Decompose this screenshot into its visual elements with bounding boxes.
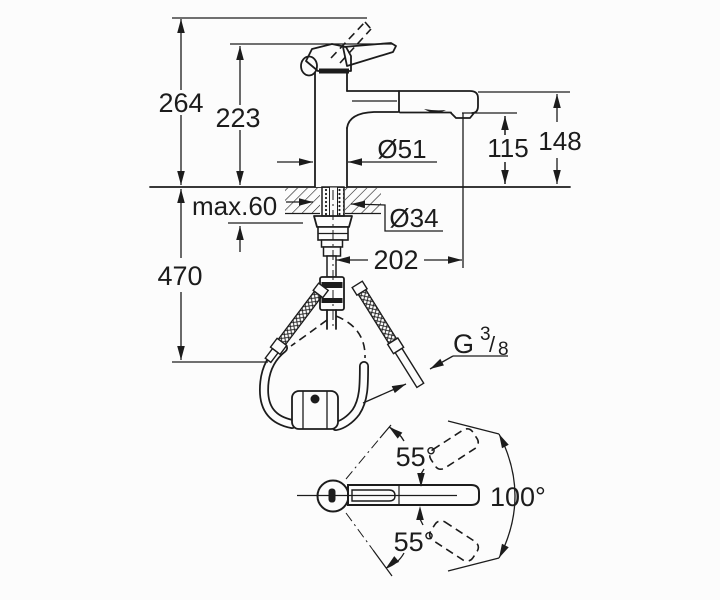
hose-loop <box>258 315 369 431</box>
swivel-ray-upper <box>345 437 381 480</box>
hose-adapter <box>326 255 337 278</box>
dim-counter-thickness: max.60 <box>192 191 277 221</box>
swivel-ray-lower <box>345 512 374 551</box>
mounting-flange <box>313 215 353 228</box>
faucet-side-view <box>300 21 479 188</box>
hose-route-left <box>290 319 328 347</box>
pullout-hose <box>326 309 337 330</box>
hose-route-right <box>335 315 366 359</box>
supply-hose-right <box>351 280 425 389</box>
spout-underside <box>346 90 452 129</box>
dim-spout-reach: 202 <box>373 245 418 275</box>
angle-lower-label: 55° <box>394 527 435 557</box>
lever-raised-position <box>330 21 372 64</box>
deck-hatch-left <box>285 188 320 213</box>
countertop <box>149 186 571 215</box>
weight-screw <box>310 394 320 404</box>
spray-head-top-view <box>351 489 396 502</box>
dim-body-diameter: Ø51 <box>377 134 426 164</box>
mounting-shank <box>313 186 353 330</box>
angle-total-label: 100° <box>490 482 546 512</box>
angle-lower-55 <box>385 506 424 569</box>
supply-hose-left <box>264 282 330 364</box>
deck-hatch-right <box>345 188 381 213</box>
dimensions <box>172 17 570 404</box>
dim-aerator-height: 115 <box>487 133 528 163</box>
g38-connector <box>394 347 425 389</box>
dim-overall-height: 264 <box>158 88 203 118</box>
dim-shank-diameter: Ø34 <box>389 203 438 233</box>
faucet-top-view <box>297 420 516 577</box>
outlet-icon <box>424 109 446 113</box>
dim-hose-drop: 470 <box>157 261 202 291</box>
angle-upper-55 <box>388 426 425 487</box>
spacer <box>320 239 344 248</box>
dim-spout-top-height: 223 <box>215 103 260 133</box>
joint-side <box>300 55 318 77</box>
angle-upper-label: 55° <box>396 442 437 472</box>
lock-nut <box>322 246 342 257</box>
spout-top <box>346 90 479 114</box>
spout-position-lower <box>428 520 480 562</box>
spout-position-upper <box>428 428 480 470</box>
angle-total-100 <box>447 420 516 572</box>
dim-outlet-height: 148 <box>538 126 581 156</box>
